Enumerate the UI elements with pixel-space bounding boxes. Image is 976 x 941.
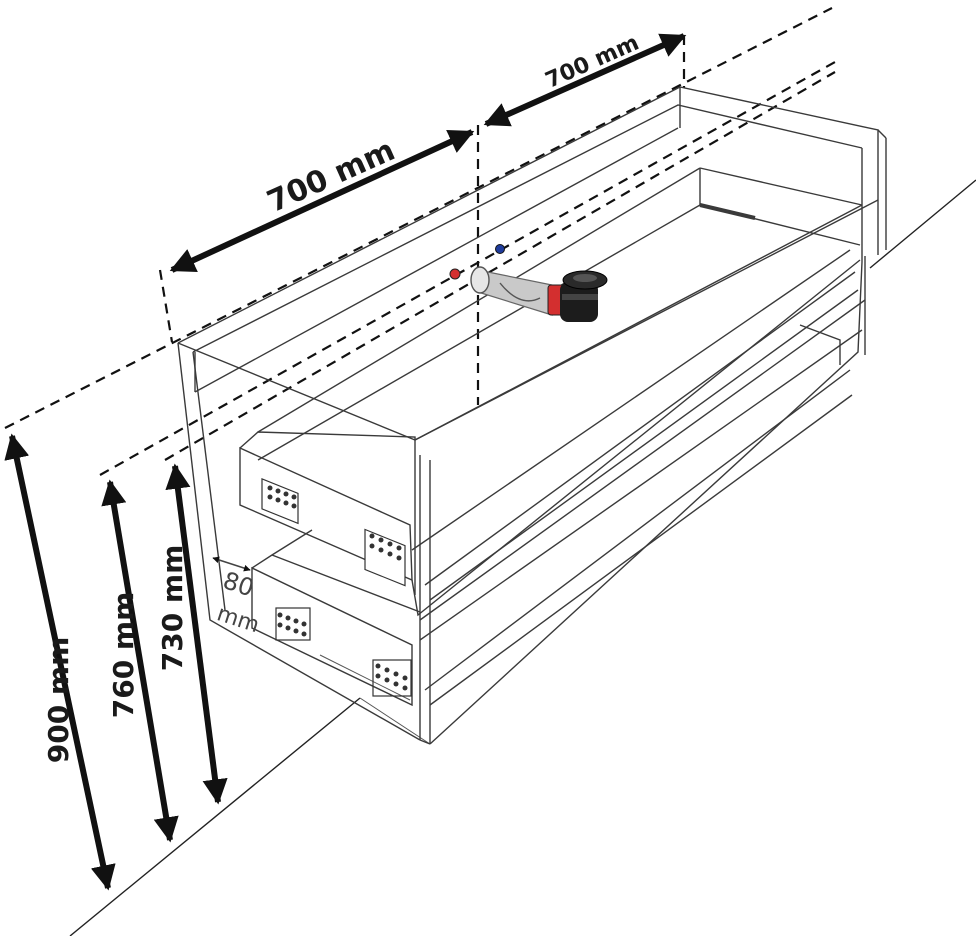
height-total-label: 900 mm (42, 637, 75, 764)
upper-drawer (239, 167, 863, 617)
width-right-arrow (483, 33, 687, 127)
width-left-arrow (169, 129, 475, 273)
height-total-arrow (4, 433, 116, 891)
plumbing-assembly (449, 244, 608, 322)
siphon-drain-icon (560, 270, 608, 322)
lower-right-fitting-icon (372, 659, 412, 697)
height-low-label: 730 mm (156, 545, 189, 672)
cold-water-valve-icon (495, 244, 505, 254)
upper-right-fitting-icon (364, 528, 406, 587)
lower-left-fitting-icon (275, 607, 311, 641)
width-dimensions: 700 mm 700 mm (169, 30, 687, 273)
lower-drawer (251, 299, 866, 707)
hot-water-valve-icon (449, 268, 461, 280)
height-mid-label: 760 mm (107, 592, 140, 719)
height-reference-lines (4, 7, 836, 476)
height-low-arrow (165, 463, 228, 805)
floor-lines (69, 179, 976, 937)
height-mid-arrow (101, 479, 179, 843)
height-dimensions: 900 mm 760 mm 730 mm (4, 433, 228, 891)
drawer-gap-unit: mm (214, 601, 263, 638)
